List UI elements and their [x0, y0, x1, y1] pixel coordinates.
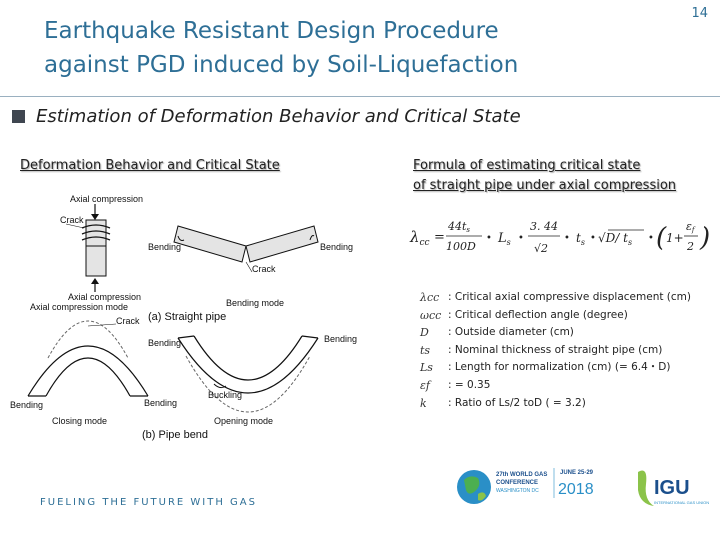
- formula-equals: =: [434, 230, 445, 245]
- label-crack-mid: Crack: [252, 264, 276, 274]
- label-axial-mode: Axial compression mode: [30, 302, 128, 312]
- closing-mode-diagram: [27, 320, 149, 397]
- wgc-year: 2018: [558, 481, 594, 498]
- wgc-line3: WASHINGTON DC: [496, 488, 539, 494]
- deformation-figure: Axial compression Crack Axial compressio…: [10, 194, 357, 441]
- bullet-square-icon: [12, 110, 25, 123]
- wgc-line1: 27th WORLD GAS: [496, 472, 547, 478]
- igu-sub: INTERNATIONAL GAS UNION: [654, 500, 709, 505]
- formula-frac2-den: √2: [534, 242, 548, 255]
- label-bending-right: Bending: [320, 242, 353, 252]
- label-axial-compression-bottom: Axial compression: [68, 292, 141, 302]
- formula-dot-1: •: [486, 233, 492, 244]
- slide-title-line1: Earthquake Resistant Design Procedure: [44, 18, 499, 44]
- definition-text: : Ratio of Ls/2 toD ( = 3.2): [448, 396, 586, 409]
- formula-ls: Ls: [497, 231, 511, 247]
- definition-row: ts : Nominal thickness of straight pipe …: [420, 342, 720, 360]
- igu-flame-icon: [638, 470, 654, 506]
- world-gas-conference-logo: 27th WORLD GAS CONFERENCE WASHINGTON DC …: [457, 468, 594, 504]
- left-column-heading: Deformation Behavior and Critical State: [20, 158, 280, 173]
- formula-frac2-num: 3. 44: [530, 220, 558, 233]
- bending-pipe-diagram: [173, 225, 319, 273]
- symbol-definitions: λcc : Critical axial compressive displac…: [420, 289, 720, 412]
- igu-name: IGU: [654, 477, 690, 499]
- footer-tagline: FUELING THE FUTURE WITH GAS: [40, 497, 257, 508]
- right-heading-line1: Formula of estimating critical state: [413, 158, 641, 173]
- definition-symbol: k: [420, 396, 427, 410]
- definition-text: : Critical axial compressive displacemen…: [448, 291, 691, 303]
- formula-dot-3: •: [564, 233, 570, 244]
- label-crack-b: Crack: [116, 316, 140, 326]
- label-crack-top: Crack: [60, 215, 84, 225]
- definition-row: ωcc : Critical deflection angle (degree): [420, 307, 720, 325]
- definition-row: k : Ratio of Ls/2 toD ( = 3.2): [420, 395, 720, 413]
- formula-paren-close: ): [699, 223, 710, 253]
- definition-symbol: εf: [420, 378, 430, 392]
- label-bending-mode: Bending mode: [226, 298, 284, 308]
- slide-title: Earthquake Resistant Design Procedure ag…: [44, 14, 644, 82]
- definition-symbol: ts: [420, 343, 431, 357]
- definition-text: : Length for normalization (cm) (= 6.4・D…: [448, 361, 671, 374]
- label-bending-b1: Bending: [148, 338, 181, 348]
- definition-row: εf : = 0.35: [420, 377, 720, 395]
- label-axial-compression-top: Axial compression: [70, 194, 143, 204]
- formula-one-plus: 1+: [666, 231, 684, 245]
- critical-state-formula: λcc = 44ts 100D • Ls • 3. 44 √2 • ts • √…: [409, 220, 710, 255]
- axial-pipe-diagram: [65, 204, 111, 292]
- formula-lhs: λcc: [409, 228, 430, 248]
- page-number: 14: [691, 6, 708, 21]
- definition-text: : Outside diameter (cm): [448, 326, 574, 339]
- formula-sqrt: √D/ ts: [598, 231, 632, 247]
- label-closing-mode: Closing mode: [52, 416, 107, 426]
- formula-dot-2: •: [518, 233, 524, 244]
- opening-mode-diagram: [177, 335, 319, 413]
- formula-dot-4: •: [590, 233, 596, 244]
- formula-ts: ts: [576, 231, 585, 247]
- formula-frac3-num: εf: [686, 220, 696, 234]
- label-bending-b3: Bending: [144, 398, 177, 408]
- formula-dot-5: •: [648, 233, 654, 244]
- label-opening-mode: Opening mode: [214, 416, 273, 426]
- igu-logo: IGU INTERNATIONAL GAS UNION: [638, 470, 709, 506]
- definition-text: : = 0.35: [448, 378, 491, 391]
- label-buckling: Buckling: [208, 390, 242, 400]
- definition-symbol: Ls: [420, 361, 433, 375]
- caption-straight-pipe: (a) Straight pipe: [148, 311, 226, 323]
- wgc-line2: CONFERENCE: [496, 480, 538, 486]
- label-bending-b2: Bending: [10, 400, 43, 410]
- right-heading-line2: of straight pipe under axial compression: [413, 178, 677, 193]
- label-bending-b4: Bending: [324, 334, 357, 344]
- definition-row: Ls : Length for normalization (cm) (= 6.…: [420, 359, 720, 377]
- right-column-heading: Formula of estimating critical state of …: [413, 156, 676, 196]
- caption-pipe-bend: (b) Pipe bend: [142, 429, 208, 441]
- definition-row: λcc : Critical axial compressive displac…: [420, 289, 720, 307]
- title-divider: [0, 96, 720, 97]
- formula-frac1-num: 44ts: [447, 220, 470, 234]
- definition-symbol: ωcc: [420, 308, 442, 322]
- wgc-dates: JUNE 25-29: [560, 470, 594, 476]
- formula-frac1-den: 100D: [446, 240, 476, 253]
- label-bending-left: Bending: [148, 242, 181, 252]
- formula-paren-open: (: [656, 223, 667, 253]
- definition-text: : Critical deflection angle (degree): [448, 308, 628, 321]
- definition-symbol: D: [420, 326, 429, 340]
- slide-title-line2: against PGD induced by Soil-Liquefaction: [44, 52, 519, 78]
- section-subtitle: Estimation of Deformation Behavior and C…: [36, 106, 521, 127]
- definition-symbol: λcc: [420, 291, 440, 304]
- definition-row: D : Outside diameter (cm): [420, 324, 720, 342]
- formula-frac3-den: 2: [686, 240, 694, 253]
- definition-text: : Nominal thickness of straight pipe (cm…: [448, 343, 663, 356]
